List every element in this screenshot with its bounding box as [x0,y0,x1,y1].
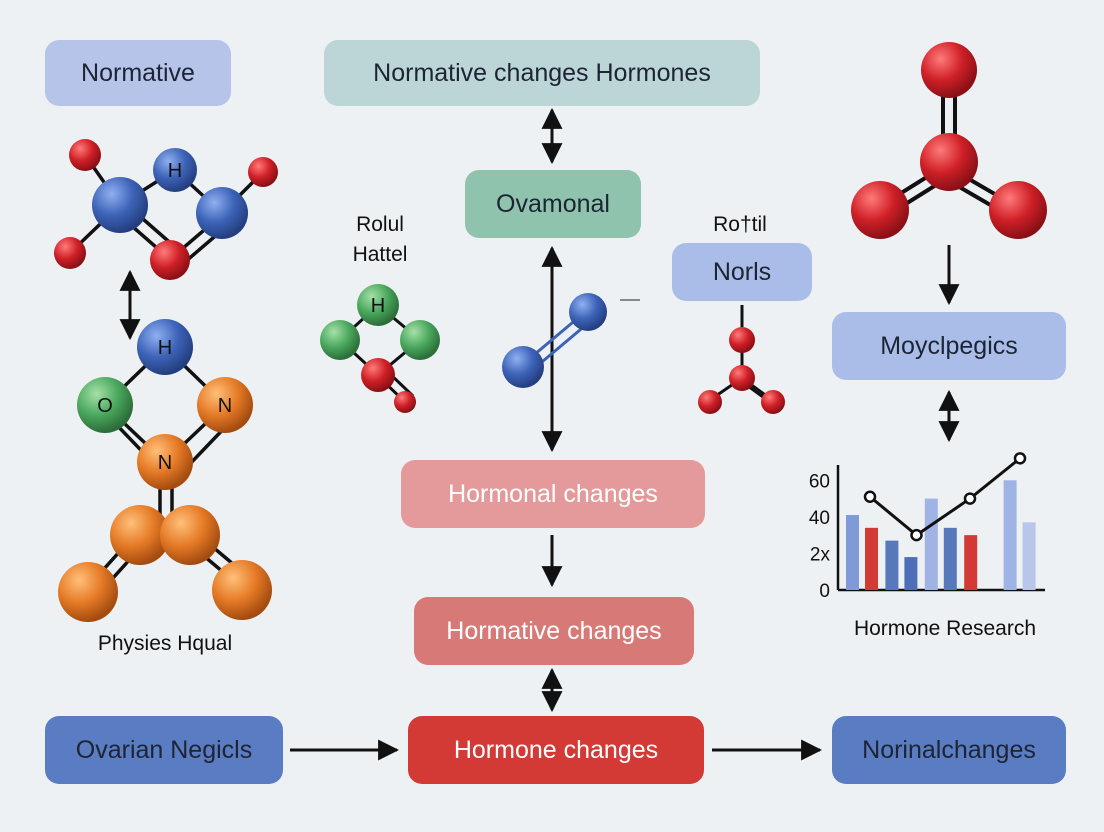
molecule-left-large: H O N N [58,319,272,622]
atom-label-n: N [218,395,232,417]
box-normative: Normative [45,40,231,106]
atom-red [361,358,395,392]
chart-title: Hormone Research [853,617,1037,640]
chart-series-line [869,457,1021,538]
label-hattel: Hattel [352,243,408,266]
chart-line-point [1013,452,1027,465]
atom-red [920,133,978,191]
box-norinalchanges: Norinalchanges [832,716,1066,784]
atom-red [698,390,722,414]
chart-y-tick-label: 2x [810,544,831,565]
atom-orange [212,560,272,620]
chart-y-tick-label: 40 [809,508,830,529]
atom-label-o: O [97,395,113,417]
atom-red [761,390,785,414]
chart-bar [865,527,878,590]
atom-red [394,391,416,413]
atom-red [150,240,190,280]
atom-oxygen [77,377,133,433]
atom-nitrogen [197,377,253,433]
atom-hydrogen [153,148,197,192]
chart-line-point [910,528,923,542]
molecule-diatomic [502,293,640,388]
atom-blue [569,293,607,331]
box-ovarian-negicls: Ovarian Negicls [45,716,283,784]
chart-y-tick-label: 0 [819,581,830,602]
chart-bar [885,540,899,590]
box-norls: Norls [672,243,812,301]
chart-bar [943,527,957,590]
hormone-research-chart: 0 2x 40 60 [809,452,1045,602]
box-normative-changes-hormones: Normative changes Hormones [324,40,760,106]
chart-bar [846,515,859,590]
label-rolul: Rolul [356,213,404,236]
atom-green [320,320,360,360]
chart-bar [924,498,938,590]
label-rottil: Ro†til [713,213,767,236]
atom-label-n: N [158,452,172,474]
atom-label-h: H [168,160,182,182]
atom-orange [160,505,220,565]
atom-orange [58,562,118,622]
molecule-small-red [698,305,785,414]
molecule-top-left: H [54,139,278,280]
atom-blue [502,346,544,388]
atom-label-h: H [158,337,172,359]
atom-label-h: H [371,295,385,317]
box-ovamonal: Ovamonal [465,170,641,238]
atom-red [54,237,86,269]
label-physies-hqual: Physies Hqual [97,632,233,655]
atom-nitrogen [137,434,193,490]
atom-blue [92,177,148,233]
atom-red [851,181,909,239]
chart-line-point [963,492,977,505]
atom-red [729,365,755,391]
atom-red [248,157,278,187]
molecule-green: H [320,284,440,413]
box-moyclpegics: Moyclpegics [832,312,1066,380]
chart-y-tick-label: 60 [809,471,830,492]
atom-hydrogen [357,284,399,326]
atom-red [921,42,977,98]
chart-bar [1022,522,1036,590]
chart-bar [904,557,918,590]
box-hormative-changes: Hormative changes [414,597,694,665]
atom-red [69,139,101,171]
atom-orange [110,505,170,565]
box-hormonal-changes: Hormonal changes [401,460,705,528]
atom-hydrogen [137,319,193,375]
atom-red [989,181,1047,239]
molecule-top-right [851,42,1047,239]
atom-red [729,327,755,353]
box-hormone-changes: Hormone changes [408,716,704,784]
chart-line-point [863,490,877,503]
atom-blue [196,187,248,239]
chart-bar [1003,480,1017,590]
chart-bar [964,535,978,590]
atom-green [400,320,440,360]
